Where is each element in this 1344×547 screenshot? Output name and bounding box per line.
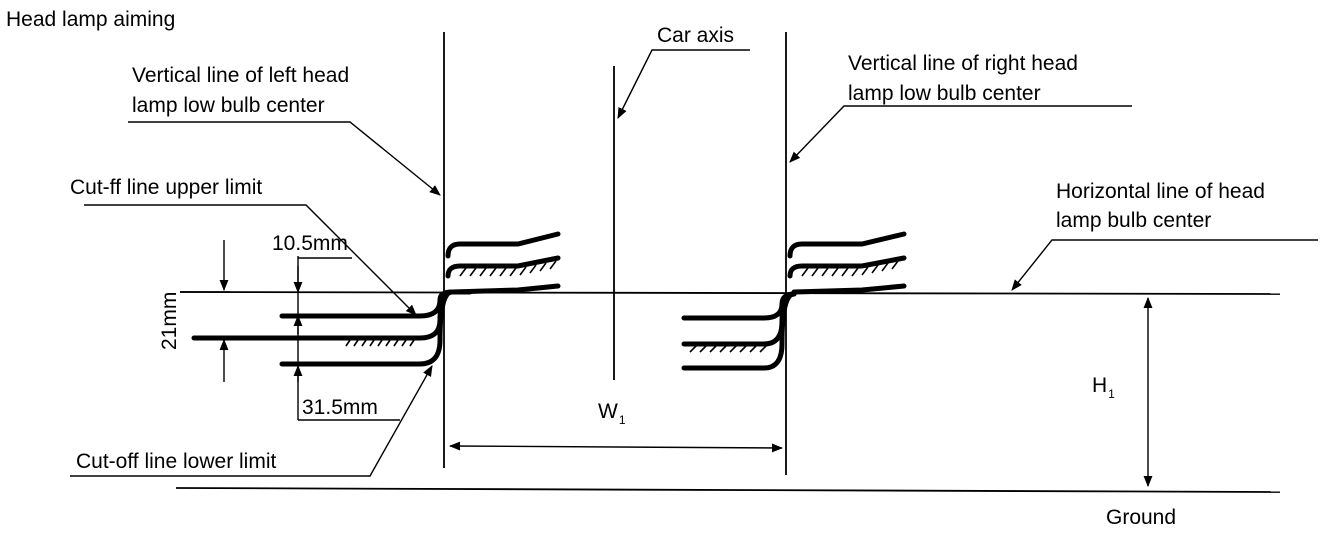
cutoff-lower-label: Cut-off line lower limit <box>76 450 277 473</box>
dim-31-5mm: 31.5mm <box>293 364 400 421</box>
car-axis-leader <box>617 49 750 120</box>
horizontal-label-line2: lamp bulb center <box>1056 209 1211 232</box>
ground-line <box>175 487 1281 493</box>
left-vertical-leader <box>128 121 441 196</box>
horizontal-line-leader <box>1011 239 1318 291</box>
ground-label: Ground <box>1106 506 1176 529</box>
cutoff-upper-leader <box>84 204 417 316</box>
horizontal-label-line1: Horizontal line of head <box>1056 180 1265 203</box>
left-vertical-label-line1: Vertical line of left head <box>132 64 349 87</box>
car-axis-label: Car axis <box>657 24 734 47</box>
diagram-title: Head lamp aiming <box>6 8 175 31</box>
w1-label: W1 <box>598 400 626 427</box>
right-vertical-leader <box>789 105 1132 163</box>
horizontal-bulb-center-line <box>179 291 1281 295</box>
dim-31-5mm-label: 31.5mm <box>302 396 378 419</box>
cutoff-lower-leader <box>70 365 433 477</box>
dim-10-5mm-label: 10.5mm <box>272 232 348 255</box>
left-vertical-label-line2: lamp low bulb center <box>132 94 325 117</box>
right-beam-pattern <box>681 231 907 371</box>
right-vertical-label-line1: Vertical line of right head <box>848 52 1078 75</box>
dim-10-5mm: 10.5mm <box>272 232 352 420</box>
dim-21mm: 21mm <box>158 240 230 382</box>
dim-w1: W1 <box>448 400 784 453</box>
h1-label: H1 <box>1092 374 1115 401</box>
cutoff-upper-label: Cut-ff line upper limit <box>70 176 262 199</box>
right-vertical-label-line2: lamp low bulb center <box>848 82 1041 105</box>
dim-h1: H1 <box>1092 296 1153 488</box>
dim-21mm-label: 21mm <box>158 292 181 350</box>
left-beam-pattern <box>191 231 561 367</box>
